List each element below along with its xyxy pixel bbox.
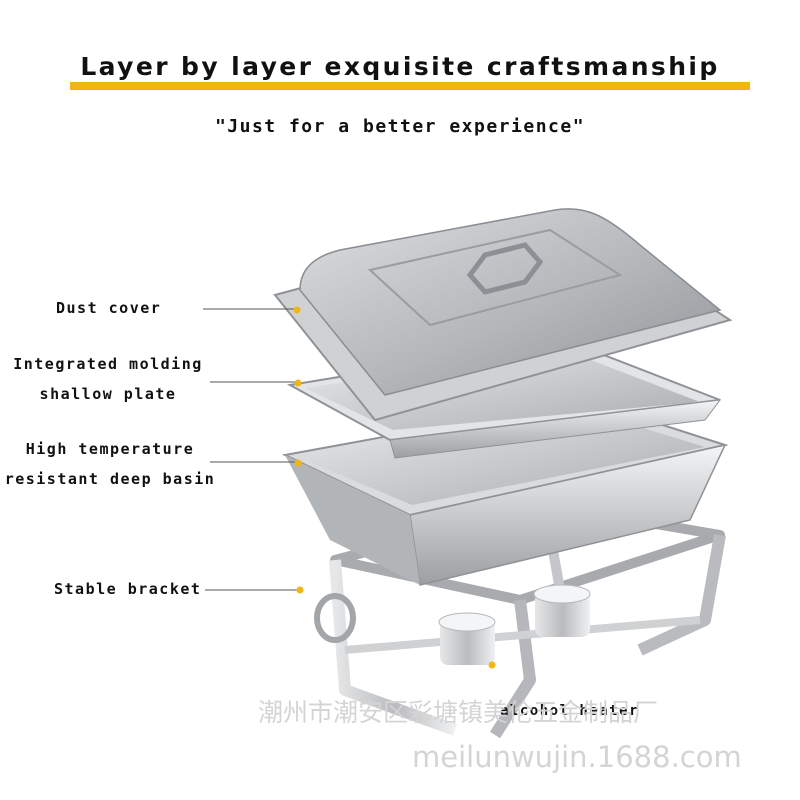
- watermark-site: meilunwujin.1688.com: [412, 740, 742, 774]
- label-dust-cover: Dust cover: [56, 299, 162, 317]
- page-title: Layer by layer exquisite craftsmanship: [80, 52, 720, 81]
- label-shallow-plate-line2: shallow plate: [39, 385, 177, 403]
- watermark-company: 潮州市潮安区彩塘镇美伦五金制品厂: [258, 698, 659, 727]
- label-shallow-plate-line1: Integrated molding: [13, 355, 203, 373]
- callout-dots: [293, 306, 496, 669]
- alcohol-heater: [438, 584, 591, 665]
- title-underline: [70, 82, 750, 90]
- label-deep-basin-line2: resistant deep basin: [4, 470, 216, 488]
- title-block: Layer by layer exquisite craftsmanship: [0, 52, 800, 96]
- callout-lines: [203, 308, 298, 591]
- label-deep-basin-line1: High temperature: [25, 440, 195, 458]
- dust-cover: [273, 208, 733, 422]
- label-stable-bracket: Stable bracket: [54, 580, 202, 598]
- page-subtitle: "Just for a better experience": [214, 116, 586, 137]
- label-alcohol-heater: alcohol heater: [500, 703, 640, 719]
- stand-side-handle: [314, 593, 356, 643]
